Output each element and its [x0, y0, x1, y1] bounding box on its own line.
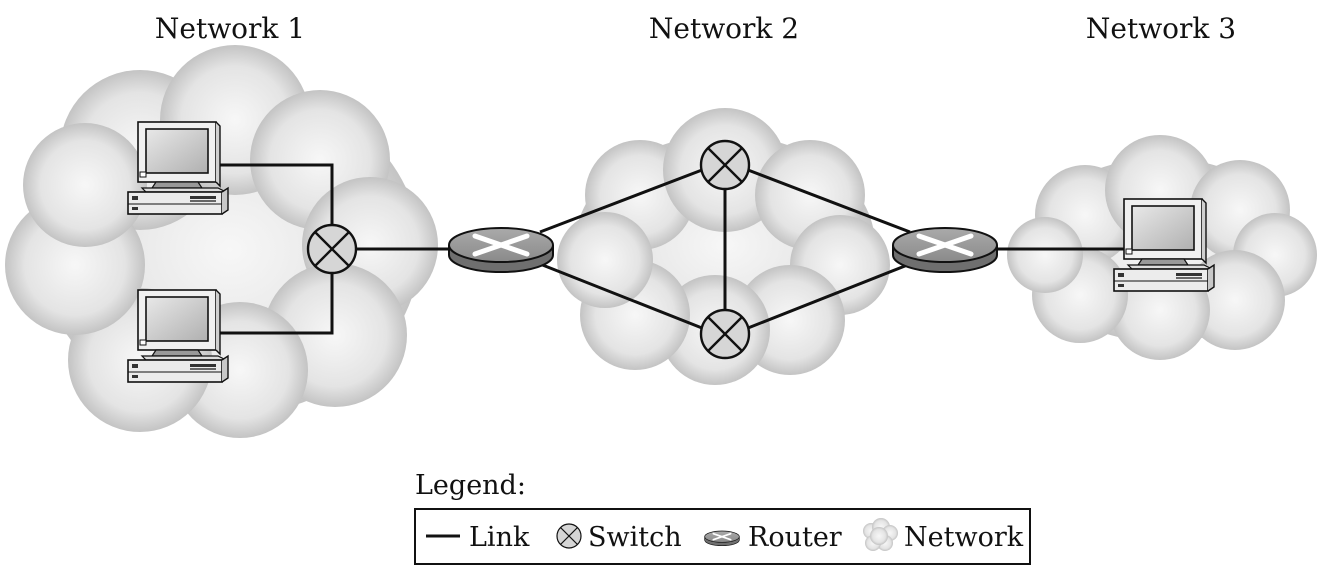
legend-title: Legend: [415, 470, 526, 501]
legend-item-switch: Switch [588, 522, 682, 553]
network-1-label: Network 1 [155, 12, 305, 45]
router-icon [703, 530, 741, 547]
router-icon [893, 228, 997, 272]
computer-icon [127, 289, 229, 383]
switch-icon [699, 308, 751, 360]
legend-item-link: Link [469, 522, 530, 553]
network-3-cloud [1007, 135, 1317, 360]
link-switch2-router2 [747, 168, 911, 234]
link-router1-switch2 [539, 168, 703, 234]
legend-item-network: Network [904, 522, 1024, 553]
computer-icon [1113, 198, 1215, 292]
cloud-icon [863, 518, 898, 551]
computer-icon [127, 121, 229, 215]
legend-item-router: Router [748, 522, 842, 553]
switch-icon [699, 139, 751, 191]
link-pc1-switch1 [220, 163, 334, 225]
router-icon [449, 228, 553, 272]
link-pc2-switch1 [220, 273, 334, 335]
switch-icon [556, 523, 582, 549]
links [220, 163, 1132, 335]
network-3-label: Network 3 [1086, 12, 1236, 45]
legend: Link Switch Router Network [414, 508, 1031, 565]
switch-icon [306, 223, 358, 275]
network-2-label: Network 2 [649, 12, 799, 45]
link-router1-switch3 [539, 262, 703, 330]
link-switch3-router2 [747, 262, 911, 330]
